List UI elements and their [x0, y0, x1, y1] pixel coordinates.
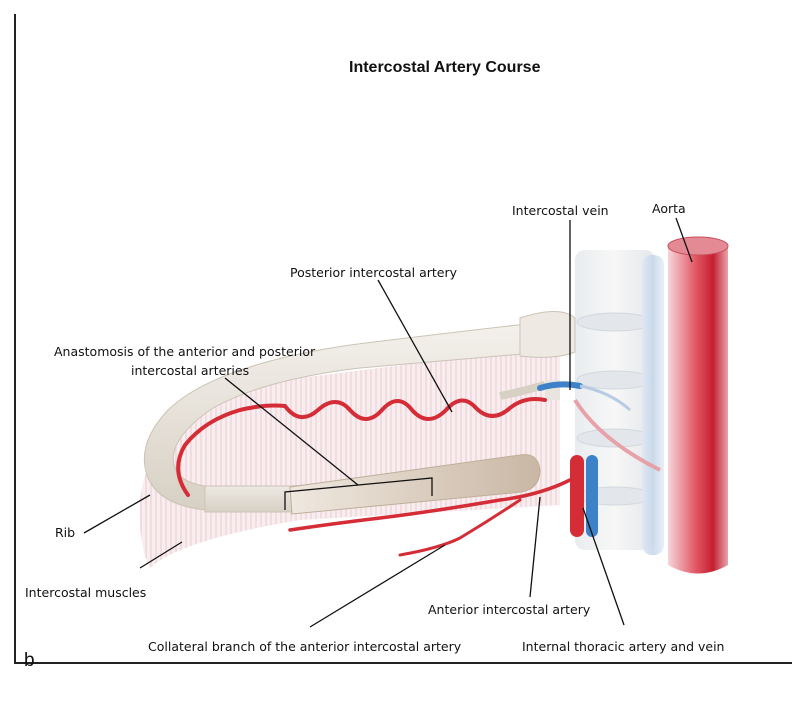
- label-anastomosis-line2: intercostal arteries: [131, 363, 249, 378]
- label-intercostal-vein: Intercostal vein: [512, 203, 609, 218]
- anterior-intercostal-artery: [288, 478, 572, 532]
- label-anterior-intercostal-artery: Anterior intercostal artery: [428, 602, 591, 617]
- label-anastomosis-line1: Anastomosis of the anterior and posterio…: [54, 344, 316, 359]
- label-internal-thoracic: Internal thoracic artery and vein: [522, 639, 724, 654]
- aortic-branch: [573, 398, 661, 472]
- intercostal-vein: [537, 381, 632, 412]
- internal-thoracic-vessels: [570, 455, 598, 537]
- figure-title: Intercostal Artery Course: [349, 59, 541, 76]
- label-posterior-intercostal-artery: Posterior intercostal artery: [290, 265, 458, 280]
- rib: [143, 311, 576, 515]
- label-rib: Rib: [55, 525, 75, 540]
- aorta: [667, 236, 729, 574]
- anastomosis-bracket: [284, 477, 433, 510]
- collateral-branch: [398, 498, 522, 557]
- label-aorta: Aorta: [652, 201, 686, 216]
- label-intercostal-muscles: Intercostal muscles: [25, 585, 146, 600]
- leader-lines: [83, 217, 693, 628]
- posterior-intercostal-artery: [176, 397, 547, 497]
- label-collateral-branch: Collateral branch of the anterior interc…: [148, 639, 462, 654]
- panel-letter: b: [24, 650, 35, 671]
- intercostal-muscles: [139, 345, 560, 568]
